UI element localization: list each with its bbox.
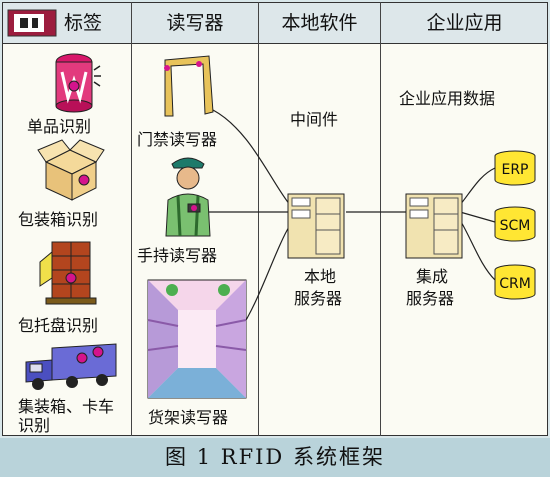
wire-to-scm — [459, 211, 496, 223]
reader-label-handheld: 手持读写器 — [137, 246, 218, 265]
figure-caption: 图 1 RFID 系统框架 — [165, 445, 385, 469]
tag-label-pallet: 包托盘识别 — [18, 316, 99, 335]
handheld-worker-icon — [165, 157, 211, 237]
tag-label-container-line2: 识别 — [18, 416, 51, 435]
middleware-label: 中间件 — [290, 110, 339, 129]
scm-database-icon — [494, 206, 536, 242]
box-icon — [37, 139, 105, 201]
column-header-tags: 标签 — [63, 12, 102, 34]
column-header-readers: 读写器 — [166, 12, 224, 34]
column-divider-2 — [258, 2, 259, 436]
column-header-local-software: 本地软件 — [281, 12, 358, 34]
tag-icon — [7, 9, 57, 37]
wire-shelf-to-local — [239, 224, 291, 331]
scm-label: SCM — [499, 218, 531, 234]
door-reader-icon — [164, 55, 214, 117]
tag-label-case: 包装箱识别 — [18, 210, 99, 229]
integration-server-icon — [405, 193, 463, 259]
wire-door-to-local — [212, 109, 291, 206]
crm-database-icon — [494, 264, 536, 300]
column-header-enterprise: 企业应用 — [426, 12, 503, 34]
local-server-label-line2: 服务器 — [294, 289, 343, 308]
column-divider-3 — [380, 2, 381, 436]
column-divider-1 — [131, 2, 132, 436]
tag-label-container-line1: 集装箱、卡车 — [18, 397, 115, 416]
erp-label: ERP — [501, 162, 529, 178]
tag-label-item: 单品识别 — [27, 117, 92, 136]
enterprise-data-label: 企业应用数据 — [399, 89, 496, 108]
caption-bar — [0, 438, 550, 477]
reader-label-door: 门禁读写器 — [137, 130, 218, 149]
header-row — [2, 2, 548, 44]
local-server-icon — [287, 193, 345, 259]
integration-server-label-line1: 集成 — [416, 267, 449, 286]
wire-to-erp — [459, 167, 496, 206]
shelf-reader-icon — [147, 279, 247, 399]
erp-database-icon — [494, 150, 536, 186]
truck-icon — [25, 343, 117, 390]
local-server-label-line1: 本地 — [304, 267, 337, 286]
integration-server-label-line2: 服务器 — [406, 289, 455, 308]
reader-label-shelf: 货架读写器 — [148, 408, 229, 427]
crm-label: CRM — [499, 276, 531, 292]
pallet-icon — [39, 241, 97, 305]
wire-to-crm — [459, 219, 496, 281]
jar-icon — [55, 53, 101, 113]
